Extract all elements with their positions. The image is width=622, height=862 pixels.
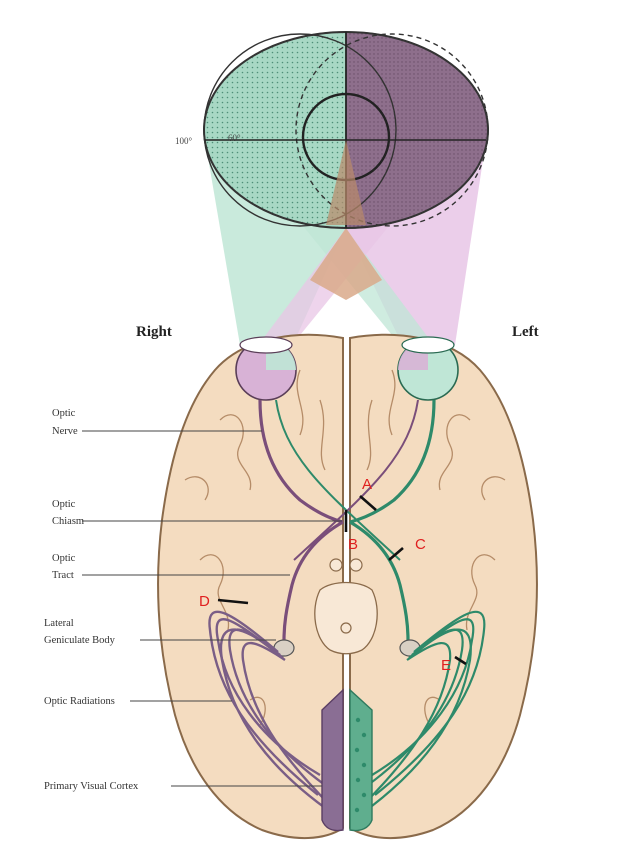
lesion-marker-a: A: [362, 476, 372, 493]
visual-field: 100° 60°: [175, 31, 489, 345]
left-eye: [397, 336, 459, 401]
lesion-bar-e: [454, 655, 467, 666]
label-primary-visual-cortex: Primary Visual Cortex: [44, 781, 139, 792]
label-optic-nerve-line2: Nerve: [52, 426, 78, 437]
label-optic-tract: Optic Tract: [52, 553, 78, 581]
label-optic-chiasm-line1: Optic: [52, 499, 76, 510]
lesion-bar-a: [359, 495, 377, 511]
label-optic-radiations: Optic Radiations: [44, 696, 115, 707]
mammillary-body-right: [329, 558, 343, 572]
field-outline-60deg-left: [203, 33, 397, 227]
field-outline-60deg-right: [295, 33, 489, 227]
field-degree-100: 100°: [175, 136, 193, 146]
field-degree-60: 60°: [228, 133, 241, 143]
label-optic-nerve: Optic Nerve: [52, 408, 78, 437]
right-visual-pathway: [258, 399, 344, 641]
brain-right-hemisphere: [157, 333, 344, 839]
lesion-bar-d: [217, 598, 249, 605]
cerebral-aqueduct: [340, 622, 352, 634]
lesion-bar-c: [388, 547, 404, 561]
label-optic-chiasm-line2: Chiasm: [52, 516, 84, 527]
lesion-marker-e: E: [441, 657, 451, 674]
right-eye: [235, 336, 297, 401]
label-lateral-geniculate-line1: Lateral: [44, 618, 74, 629]
lesion-marker-c: C: [415, 536, 426, 553]
leader-lines: [82, 430, 342, 787]
midbrain: [314, 581, 378, 655]
right-primary-visual-cortex: [321, 688, 344, 832]
lesion-marker-d: D: [199, 593, 210, 610]
mammillary-body-left: [349, 558, 363, 572]
side-label-right: Right: [136, 324, 172, 340]
label-optic-nerve-line1: Optic: [52, 408, 76, 419]
lesion-bars: [217, 495, 467, 666]
side-label-left: Left: [512, 324, 539, 340]
left-primary-visual-cortex: [349, 688, 373, 832]
left-optic-radiations: [359, 610, 486, 816]
label-optic-tract-line1: Optic: [52, 553, 76, 564]
field-macular-wedge: [326, 140, 366, 225]
projection-overlap: [310, 228, 382, 300]
brain-left-hemisphere: [349, 333, 538, 839]
right-optic-radiations: [208, 610, 336, 816]
left-visual-pathway: [349, 399, 436, 641]
label-lateral-geniculate-line2: Geniculate Body: [44, 635, 116, 646]
label-optic-tract-line2: Tract: [52, 570, 74, 581]
label-optic-chiasm: Optic Chiasm: [52, 499, 84, 527]
label-lateral-geniculate: Lateral Geniculate Body: [44, 618, 116, 646]
lesion-marker-b: B: [348, 536, 358, 553]
brain: [157, 333, 538, 839]
crossing-fibers: [275, 399, 419, 561]
